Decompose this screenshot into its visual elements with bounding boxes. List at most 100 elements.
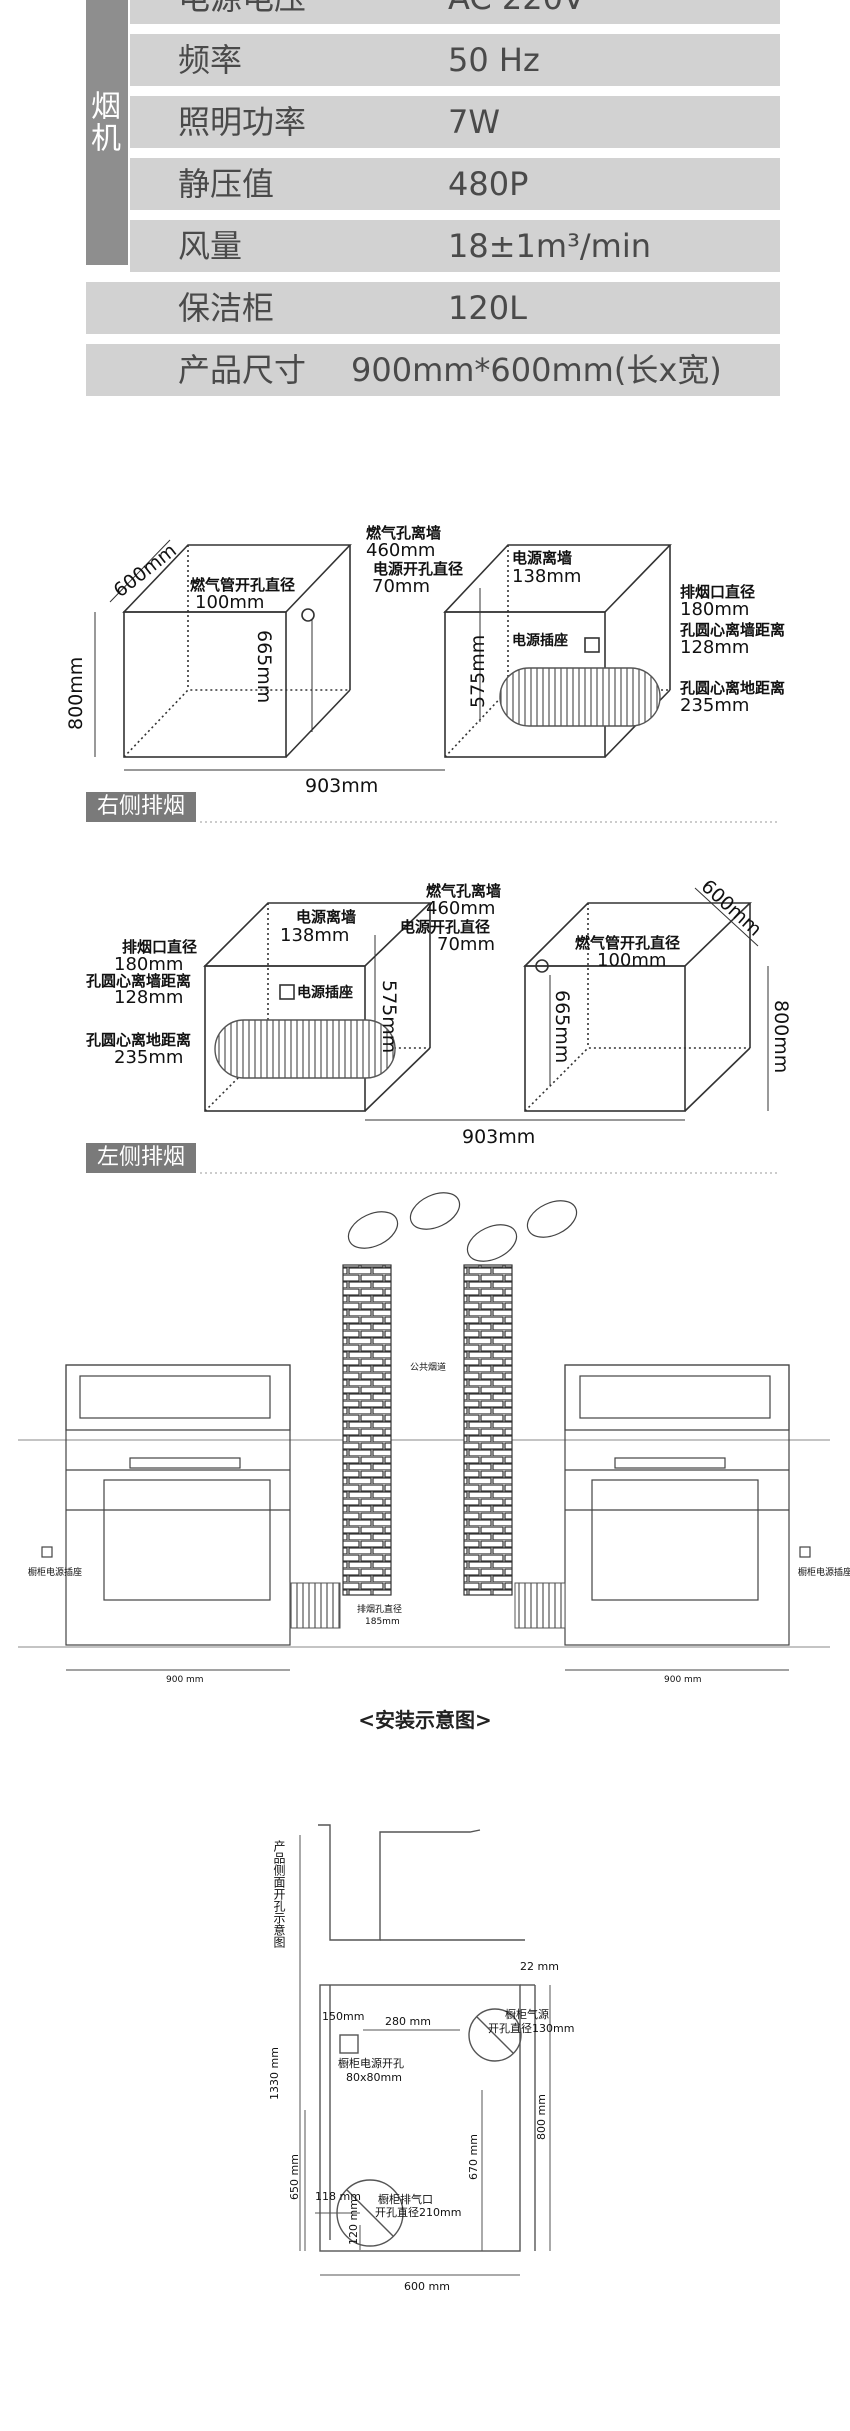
left-center-wall: 孔圆心离墙距离 bbox=[86, 972, 191, 990]
flue-dia-label: 排烟孔直径 bbox=[357, 1603, 402, 1615]
right-gas-wall-val: 460mm bbox=[366, 540, 435, 561]
install-exhaust-2: 开孔直径210mm bbox=[375, 2205, 461, 2219]
left-exhaust-duct bbox=[214, 1019, 396, 1079]
install-schematic bbox=[299, 1824, 551, 2276]
left-gas-wall-val: 460mm bbox=[426, 898, 495, 919]
left-power-hole-val: 70mm bbox=[437, 934, 495, 955]
flue-brick-right bbox=[463, 1264, 513, 1596]
right-gas-pipe: 燃气管开孔直径 bbox=[190, 576, 295, 594]
section-right-exhaust: 右侧排烟 bbox=[86, 792, 196, 822]
section-left-exhaust: 左侧排烟 bbox=[86, 1143, 196, 1173]
flue-socket-right: 橱柜电源插座 bbox=[798, 1566, 850, 1578]
right-h665: 665mm bbox=[253, 630, 275, 703]
left-width-label: 903mm bbox=[462, 1126, 535, 1148]
install-d600: 600 mm bbox=[404, 2280, 450, 2293]
spec-row-voltage: 电源电压 AC 220V bbox=[130, 0, 780, 24]
left-h665: 665mm bbox=[551, 990, 573, 1063]
flue-socket-left: 橱柜电源插座 bbox=[28, 1566, 82, 1578]
spec-value: AC 220V bbox=[448, 0, 585, 24]
right-center-wall-val: 128mm bbox=[680, 637, 749, 658]
flue-width-right: 900 mm bbox=[664, 1675, 702, 1685]
right-depth-label: 600mm bbox=[110, 539, 181, 601]
right-center-wall: 孔圆心离墙距离 bbox=[680, 621, 785, 639]
right-power-hole-val: 70mm bbox=[372, 576, 430, 597]
diagram-left-labels: 903mm 600mm 800mm 燃气管开孔直径 100mm 燃气孔离墙 46… bbox=[86, 875, 792, 1148]
install-gas-hole: 橱柜气源 bbox=[505, 2007, 549, 2021]
spec-value: 480P bbox=[448, 165, 529, 203]
flue-brick-left bbox=[342, 1264, 392, 1596]
spec-value: 18±1m³/min bbox=[448, 227, 652, 265]
right-socket: 电源插座 bbox=[512, 632, 568, 649]
left-h575: 575mm bbox=[378, 980, 400, 1053]
left-center-floor: 孔圆心离地距离 bbox=[86, 1031, 191, 1049]
install-d670: 670 mm bbox=[467, 2134, 480, 2180]
install-d800: 800 mm bbox=[535, 2094, 548, 2140]
spec-key: 产品尺寸 bbox=[178, 351, 307, 389]
install-d280: 280 mm bbox=[385, 2015, 431, 2028]
spec-row-airflow: 风量 18±1m³/min bbox=[130, 220, 780, 272]
right-height-label: 800mm bbox=[65, 657, 87, 730]
spec-row-pressure: 静压值 480P bbox=[130, 158, 780, 210]
flue-labels: 公共烟道 排烟孔直径 185mm 橱柜电源插座 橱柜电源插座 900 mm 90… bbox=[28, 1361, 850, 1685]
install-d22: 22 mm bbox=[520, 1960, 559, 1973]
install-d118: 118 mm bbox=[315, 2190, 361, 2203]
spec-value: 50 Hz bbox=[448, 41, 540, 79]
install-gas-hole-2: 开孔直径130mm bbox=[488, 2021, 574, 2035]
spec-row-size: 产品尺寸 900mm*600mm(长x宽) bbox=[86, 344, 780, 396]
flue-public-label: 公共烟道 bbox=[410, 1361, 446, 1373]
spec-row-frequency: 频率 50 Hz bbox=[130, 34, 780, 86]
install-power-hole: 橱柜电源开孔 bbox=[338, 2056, 404, 2070]
diagram-right-labels: 903mm 600mm 800mm 燃气管开孔直径 100mm 燃气孔离墙 46… bbox=[65, 524, 785, 797]
spec-key: 照明功率 bbox=[178, 103, 307, 141]
flue-duct-right bbox=[514, 1582, 566, 1629]
left-power-wall: 电源离墙 bbox=[296, 908, 356, 926]
install-labels: 产品侧面开孔示意图 22 mm 150mm 280 mm 橱柜气源 开孔直径13… bbox=[268, 1840, 574, 2293]
spec-key: 频率 bbox=[178, 41, 243, 79]
install-power-hole-size: 80x80mm bbox=[346, 2071, 402, 2084]
left-depth-label: 600mm bbox=[697, 875, 766, 940]
left-power-hole: 电源开孔直径 bbox=[400, 918, 490, 936]
spec-row-lighting: 照明功率 7W bbox=[130, 96, 780, 148]
right-power-wall-val: 138mm bbox=[512, 566, 581, 587]
install-exhaust: 橱柜排气口 bbox=[378, 2192, 433, 2206]
flue-duct-left bbox=[289, 1582, 341, 1629]
install-title: <安装示意图> bbox=[358, 1708, 492, 1732]
left-center-floor-val: 235mm bbox=[114, 1047, 183, 1068]
right-center-floor: 孔圆心离地距离 bbox=[680, 679, 785, 697]
install-d120: 120 mm bbox=[347, 2199, 360, 2245]
spec-value: 7W bbox=[448, 103, 500, 141]
right-exhaust-duct bbox=[499, 667, 661, 727]
spec-value: 900mm*600mm(长x宽) bbox=[351, 351, 722, 389]
right-h575: 575mm bbox=[467, 635, 489, 708]
spec-key: 电源电压 bbox=[178, 0, 306, 24]
right-exhaust-dia-val: 180mm bbox=[680, 599, 749, 620]
left-gas-wall: 燃气孔离墙 bbox=[426, 882, 501, 900]
left-socket: 电源插座 bbox=[297, 984, 353, 1001]
right-gas-wall: 燃气孔离墙 bbox=[366, 524, 441, 542]
right-width-label: 903mm bbox=[305, 775, 378, 797]
left-exhaust-dia-val: 180mm bbox=[114, 954, 183, 975]
right-exhaust-dia: 排烟口直径 bbox=[680, 583, 755, 601]
right-center-floor-val: 235mm bbox=[680, 695, 749, 716]
left-power-wall-val: 138mm bbox=[280, 925, 349, 946]
spec-category-bar bbox=[86, 0, 128, 265]
install-side-label: 产品侧面开孔示意图 bbox=[272, 1840, 286, 1948]
right-power-hole: 电源开孔直径 bbox=[373, 560, 463, 578]
spec-table: 烟机 电源电压 AC 220V 频率 50 Hz 照明功率 7W 静压值 480… bbox=[0, 0, 850, 420]
left-gas-pipe-val: 100mm bbox=[597, 950, 666, 971]
spec-key: 静压值 bbox=[178, 165, 275, 203]
right-power-wall: 电源离墙 bbox=[512, 549, 572, 567]
spec-key: 保洁柜 bbox=[178, 289, 275, 327]
flue-dia-val: 185mm bbox=[365, 1617, 400, 1627]
spec-value: 120L bbox=[448, 289, 527, 327]
left-exhaust-dia: 排烟口直径 bbox=[122, 938, 197, 956]
install-d1330: 1330 mm bbox=[268, 2047, 281, 2100]
spec-category-label: 烟机 bbox=[85, 90, 120, 154]
install-d150: 150mm bbox=[322, 2010, 364, 2023]
spec-key: 风量 bbox=[178, 227, 243, 265]
right-left-box-front bbox=[123, 611, 287, 758]
left-center-wall-val: 128mm bbox=[114, 987, 183, 1008]
spec-row-cabinet: 保洁柜 120L bbox=[86, 282, 780, 334]
flue-width-left: 900 mm bbox=[166, 1675, 204, 1685]
